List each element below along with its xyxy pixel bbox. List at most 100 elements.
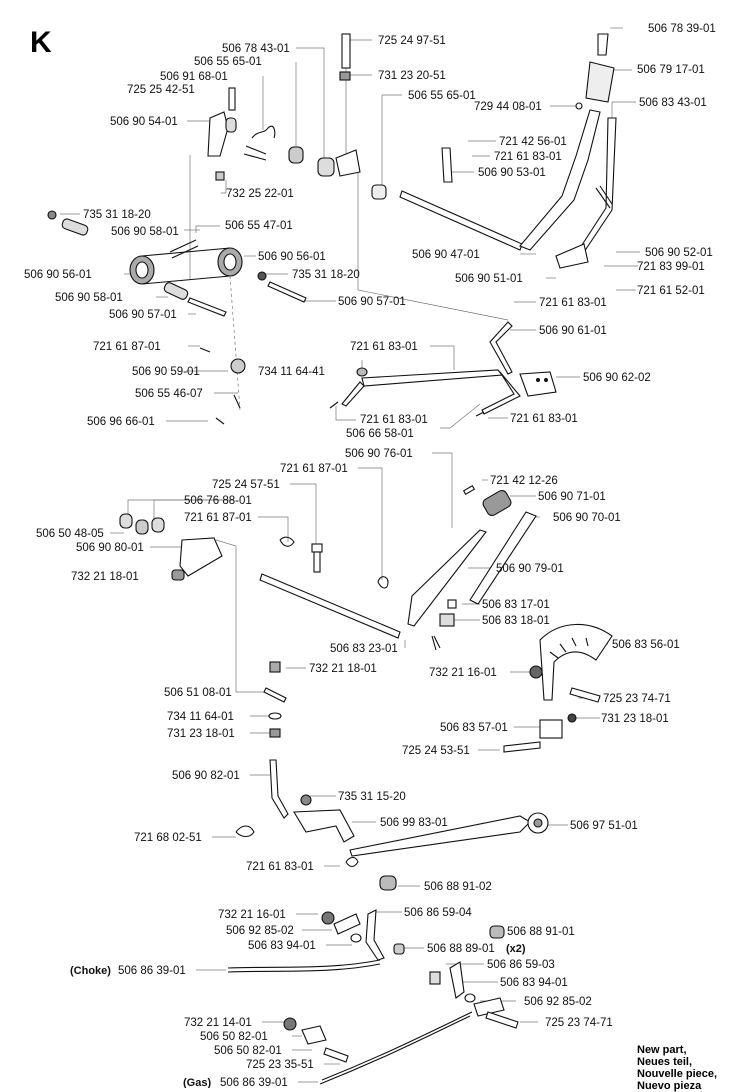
part-label: 732 21 16-01: [218, 909, 286, 921]
part-label: 721 61 83-01: [510, 413, 578, 425]
part-label: 506 90 79-01: [496, 563, 564, 575]
part-label: 506 83 18-01: [482, 615, 550, 627]
part-label: 506 88 91-02: [424, 881, 492, 893]
part-label: 506 83 94-01: [500, 977, 568, 989]
part-label: 732 21 18-01: [309, 663, 377, 675]
part-label: 732 21 14-01: [184, 1017, 252, 1029]
part-label: 506 55 47-01: [225, 220, 293, 232]
part-label: 506 90 62-02: [583, 372, 651, 384]
part-label: 725 23 74-71: [603, 693, 671, 705]
part-label: 734 11 64-41: [258, 366, 325, 378]
part-label: 506 86 39-01: [118, 965, 186, 977]
part-label: 735 31 18-20: [292, 269, 360, 281]
part-label: 506 90 59-01: [132, 366, 200, 378]
part-label: 721 61 87-01: [184, 512, 252, 524]
legend-line: Neues teil,: [637, 1056, 693, 1068]
lever-506-90-76: [407, 529, 487, 627]
part-label: 506 90 82-01: [172, 770, 240, 782]
part-label: 506 78 39-01: [648, 23, 716, 35]
part-label: 731 23 18-01: [601, 713, 669, 725]
part-label: 506 90 53-01: [478, 167, 546, 179]
part-label: 721 61 87-01: [280, 463, 348, 475]
part-label: 506 83 43-01: [639, 97, 707, 109]
part-label: 506 90 71-01: [538, 491, 606, 503]
part-label-qty: (x2): [506, 943, 526, 955]
choke-cable: [227, 959, 381, 973]
pulleys-belt: [47, 210, 307, 425]
legend-line: Nouvelle piece,: [637, 1068, 718, 1080]
part-label: 506 97 51-01: [570, 820, 638, 832]
part-label: 506 79 17-01: [637, 64, 705, 76]
left-bracket-pulley: [207, 33, 361, 181]
throttle-lever: [519, 33, 615, 251]
part-label: 731 23 18-01: [167, 728, 235, 740]
part-label: 506 86 39-01: [220, 1077, 288, 1088]
part-label: 506 83 17-01: [482, 599, 550, 611]
part-label: 506 50 82-01: [214, 1045, 282, 1057]
section-letter: K: [30, 26, 52, 59]
part-label: 506 88 89-01: [427, 943, 495, 955]
part-label: 725 24 53-51: [402, 745, 470, 757]
bracket-506-90-51: [555, 243, 589, 269]
part-label: 725 24 97-51: [378, 35, 446, 47]
part-label: 506 78 43-01: [222, 43, 290, 55]
part-label: 735 31 18-20: [83, 209, 151, 221]
linkage-rods-upper: [329, 321, 557, 417]
part-label: 721 61 52-01: [637, 285, 705, 297]
legend-line: Nuevo pieza: [637, 1080, 702, 1092]
part-label: 732 25 22-01: [226, 188, 294, 200]
part-label: 735 31 15-20: [338, 791, 406, 803]
part-label: 506 92 85-02: [524, 996, 592, 1008]
part-label: 506 90 58-01: [111, 226, 179, 238]
part-label: 506 90 52-01: [645, 247, 713, 259]
part-label: 721 61 83-01: [494, 151, 562, 163]
part-label: 506 90 56-01: [24, 269, 92, 281]
part-label: 506 50 48-05: [36, 528, 104, 540]
block-506-83-57: [539, 719, 563, 739]
part-label: 506 83 94-01: [248, 940, 316, 952]
pin-721-42-56: [441, 147, 453, 183]
rod-506-90-79: [469, 511, 537, 605]
part-label: 506 90 58-01: [55, 292, 123, 304]
part-label: 732 21 18-01: [71, 571, 139, 583]
part-label: 506 55 65-01: [194, 56, 262, 68]
part-label: 506 90 61-01: [539, 325, 607, 337]
part-label: 732 21 16-01: [429, 667, 497, 679]
part-label: 506 90 57-01: [109, 309, 177, 321]
part-label: 506 91 68-01: [160, 71, 228, 83]
part-label: 506 76 88-01: [184, 495, 252, 507]
part-label: 725 24 57-51: [212, 479, 280, 491]
middle-assembly-drawing: [110, 452, 613, 868]
part-label: 506 88 91-01: [507, 926, 575, 938]
main-shaft: [288, 146, 523, 251]
part-label: 506 83 56-01: [612, 639, 680, 651]
part-label: 721 83 99-01: [637, 261, 705, 273]
spring-small: [595, 185, 613, 209]
part-label: 721 61 83-01: [360, 414, 428, 426]
part-label-gas: (Gas): [183, 1077, 211, 1088]
part-label: 734 11 64-01: [167, 711, 234, 723]
part-label: 721 61 83-01: [539, 297, 607, 309]
rod-506-90-82: [269, 759, 289, 819]
middle-leader-lines: [110, 452, 608, 867]
part-label-choke: (Choke): [70, 965, 111, 977]
part-label: 721 42 56-01: [499, 136, 567, 148]
legend-line: New part,: [637, 1044, 687, 1056]
lever-506-86-59-04: [365, 909, 385, 961]
part-label: 506 90 56-01: [258, 251, 326, 263]
part-label: 721 42 12-26: [490, 475, 558, 487]
part-label: 506 83 57-01: [440, 722, 508, 734]
lever-506-86-59-03: [449, 961, 465, 999]
upper-leader-lines: [60, 27, 640, 429]
part-label: 725 25 42-51: [127, 84, 195, 96]
part-label: 725 23 74-71: [545, 1017, 613, 1029]
lower-assembly-drawing: [196, 875, 538, 1085]
bracket-506-90-80: [179, 537, 223, 577]
part-label: 506 90 51-01: [455, 273, 523, 285]
part-label: 731 23 20-51: [378, 70, 446, 82]
part-label: 506 96 66-01: [87, 416, 155, 428]
part-label: 506 90 57-01: [338, 296, 406, 308]
part-label: 506 90 54-01: [110, 116, 178, 128]
plate-506-99-83: [293, 809, 355, 843]
